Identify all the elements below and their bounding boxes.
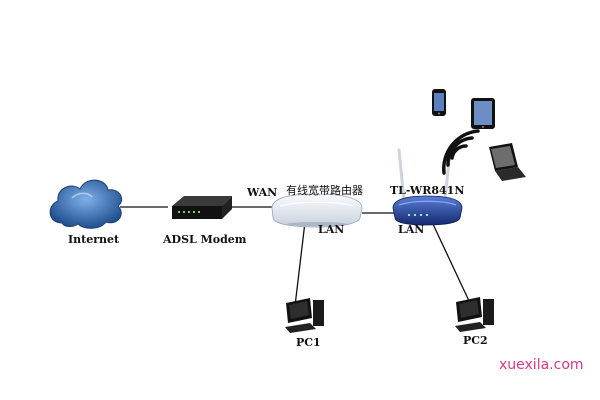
adsl-modem-label: ADSL Modem bbox=[163, 233, 247, 246]
wired-router-lan-label: LAN bbox=[318, 223, 345, 236]
link-router-pc1 bbox=[294, 221, 306, 307]
pc1-label: PC1 bbox=[296, 336, 321, 349]
wireless-router-label: TL-WR841N bbox=[390, 184, 465, 197]
laptop-icon bbox=[489, 143, 526, 181]
wired-router-icon bbox=[271, 193, 363, 228]
internet-label: Internet bbox=[68, 233, 120, 246]
wireless-router-lan-label: LAN bbox=[398, 223, 425, 236]
watermark-text: xuexila.com bbox=[499, 357, 584, 373]
internet-cloud-icon bbox=[49, 179, 123, 229]
pc2-label: PC2 bbox=[463, 334, 488, 347]
link-wireless-pc2 bbox=[431, 221, 471, 304]
pc1-computer-icon bbox=[285, 298, 324, 333]
adsl-modem-icon bbox=[172, 196, 232, 219]
tablet-icon bbox=[471, 98, 495, 129]
wired-router-label: 有线宽带路由器 bbox=[286, 184, 363, 197]
wifi-signal-icon bbox=[442, 129, 480, 175]
pc2-computer-icon bbox=[455, 297, 494, 332]
smartphone-icon bbox=[432, 89, 446, 116]
connection-lines bbox=[120, 206, 471, 307]
wan-port-label: WAN bbox=[247, 186, 278, 199]
